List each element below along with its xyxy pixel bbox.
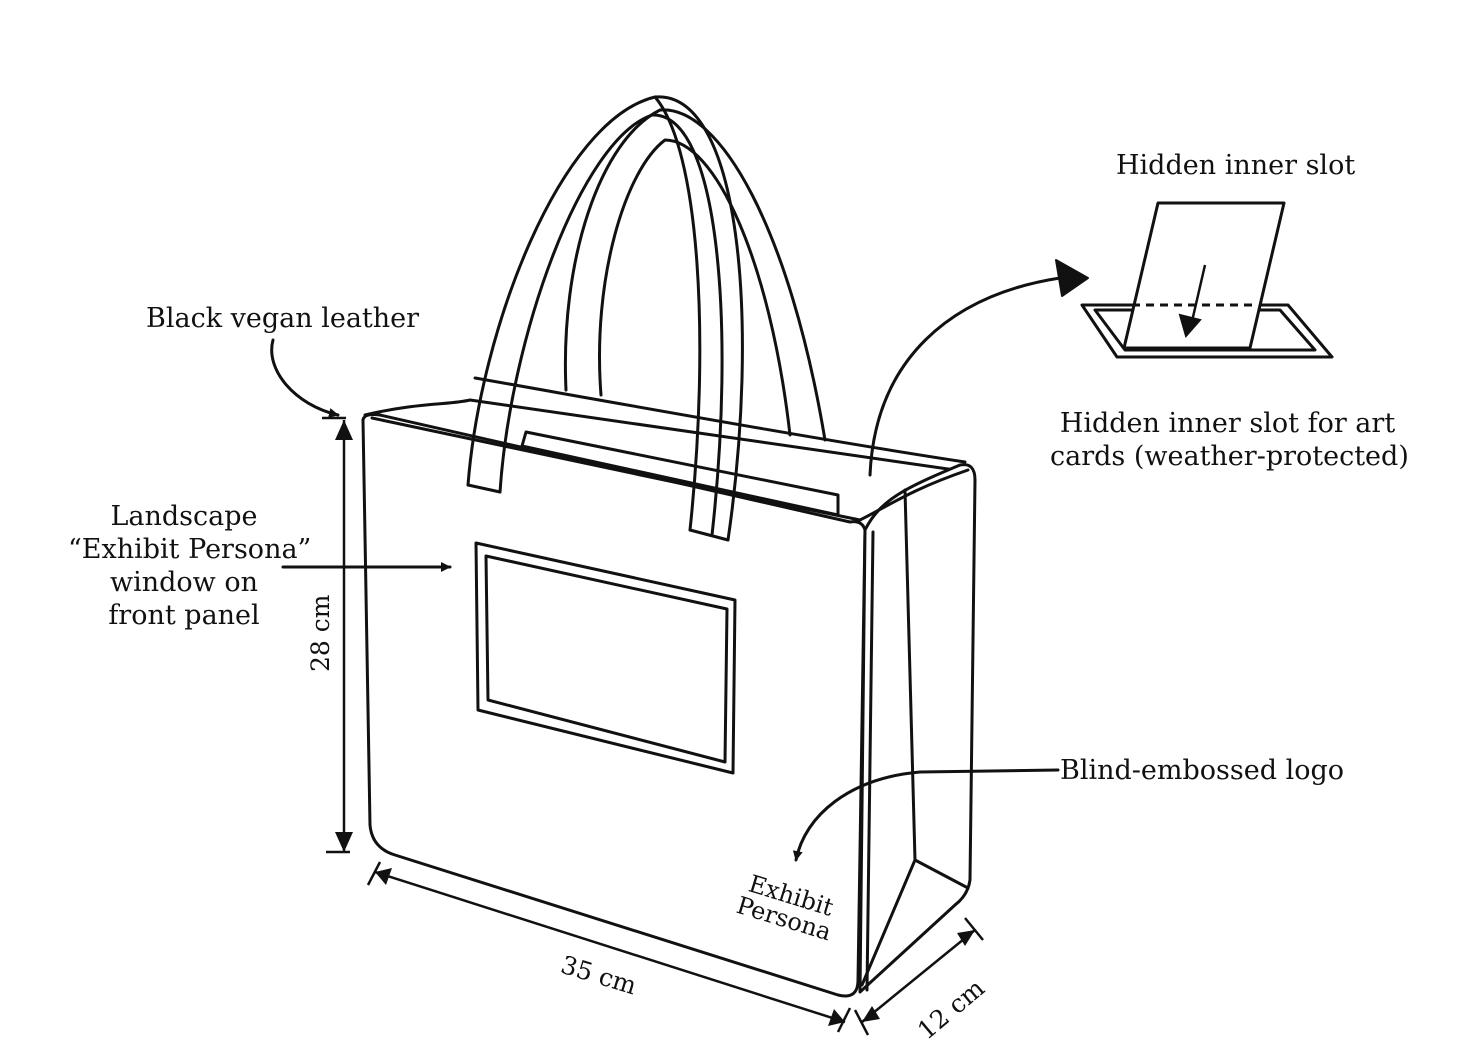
material-label: Black vegan leather: [146, 303, 420, 334]
height-dimension-label: 28 cm: [306, 594, 335, 672]
window-label-line-2: “Exhibit Persona”: [68, 534, 312, 565]
window-label: Landscape “Exhibit Persona” window on fr…: [68, 500, 312, 632]
window-label-line-4: front panel: [108, 600, 260, 631]
logo-leader: [792, 768, 1060, 862]
front-strap: [466, 95, 744, 542]
back-strap: [563, 108, 827, 442]
logo-label: Blind-embossed logo: [1060, 755, 1345, 786]
slot-description-label: Hidden inner slot for art cards (weather…: [1050, 407, 1409, 473]
bag-opening: [363, 398, 957, 472]
window-label-line-1: Landscape: [110, 501, 258, 532]
slot-title-label: Hidden inner slot: [1116, 150, 1356, 181]
slot-inset-icon: [1080, 201, 1334, 359]
slot-description-line-1: Hidden inner slot for art: [1059, 408, 1396, 439]
slot-leader: [868, 276, 1062, 477]
height-dimension-line: [322, 416, 350, 854]
bag-back-rim: [473, 376, 967, 464]
depth-dimension-line: [853, 917, 984, 1036]
width-dimension-line: [366, 861, 852, 1033]
slot-description-line-2: cards (weather-protected): [1050, 441, 1409, 472]
material-leader: [270, 338, 340, 418]
bag-side-gusset: [858, 463, 977, 994]
front-window: [474, 541, 737, 775]
window-label-line-3: window on: [109, 567, 258, 598]
